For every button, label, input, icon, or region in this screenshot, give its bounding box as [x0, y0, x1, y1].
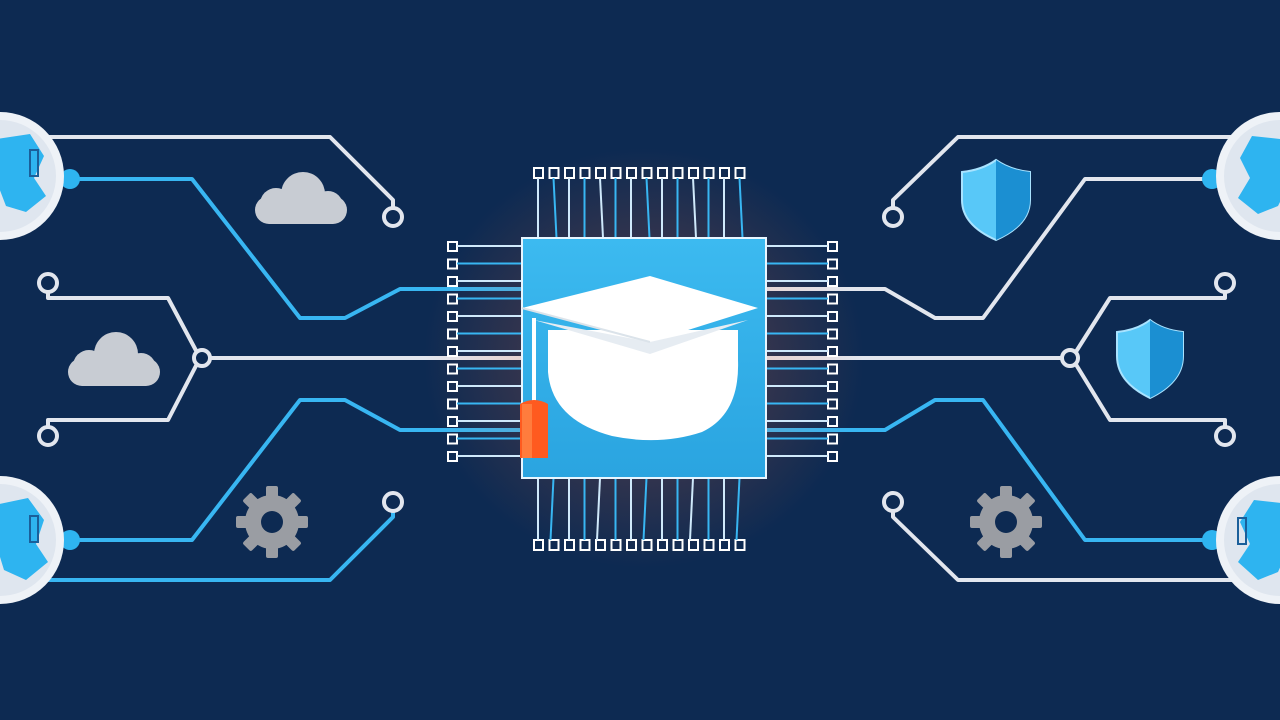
trace-end-ring — [382, 491, 404, 513]
chip-pin — [595, 539, 606, 551]
trace-end-ring — [882, 491, 904, 513]
chip-pin-lead — [642, 477, 648, 541]
globe-icon — [0, 476, 64, 604]
chip-pin-lead — [549, 477, 555, 541]
left-circuit-traces — [37, 135, 524, 582]
trace-white-mid-right-lower — [1070, 356, 1227, 430]
chip-pin-lead — [738, 177, 744, 239]
chip-pin-lead — [599, 177, 604, 239]
chip-pin — [688, 539, 699, 551]
trace-end-ring — [37, 272, 59, 294]
trace-junction-ring — [192, 348, 212, 368]
chip-pin — [734, 539, 746, 551]
gear-icon — [236, 486, 308, 558]
trace-end-ring — [882, 206, 904, 228]
right-circuit-traces — [764, 135, 1242, 582]
chip-pin-lead — [552, 177, 558, 239]
chip-pin — [641, 539, 653, 551]
globe-icon — [1216, 112, 1280, 240]
shield-icon — [961, 158, 1031, 242]
globe-icon — [0, 112, 64, 240]
chip-pin-lead — [596, 477, 601, 541]
trace-white-mid-left-lower — [46, 356, 202, 430]
cloud-icon — [68, 332, 160, 386]
trace-blue-bottom-right — [764, 398, 1214, 542]
trace-end-ring — [1214, 425, 1236, 447]
shield-icon — [1116, 318, 1184, 400]
trace-blue-top-left — [68, 177, 524, 320]
chip-pin — [548, 539, 560, 551]
trace-blue-top-right — [764, 177, 1214, 320]
globe-icon — [1216, 476, 1280, 604]
gear-icon — [970, 486, 1042, 558]
chip-pin-lead — [692, 177, 697, 239]
trace-junction-ring — [1060, 348, 1080, 368]
chip-pin-lead — [735, 477, 741, 541]
trace-end-ring — [37, 425, 59, 447]
graduation-cap-icon — [520, 276, 758, 458]
chip-pin-lead — [645, 177, 651, 239]
trace-blue-bottom-left — [68, 398, 524, 542]
chip-pin-lead — [689, 477, 694, 541]
chip-pins — [447, 167, 838, 551]
trace-node-dot — [60, 530, 80, 550]
trace-end-ring — [1214, 272, 1236, 294]
trace-end-ring — [382, 206, 404, 228]
trace-node-dot — [60, 169, 80, 189]
cloud-icon — [255, 172, 347, 224]
